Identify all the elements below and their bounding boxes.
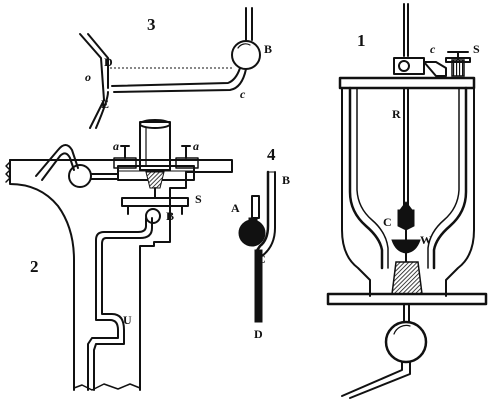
panel-2-support-body xyxy=(9,159,233,391)
panel-1-bottom-plate xyxy=(326,292,488,306)
panel-1-vessel-left xyxy=(348,86,384,270)
panel-2: 2 xyxy=(5,119,233,391)
panel-3-label-e: E xyxy=(101,97,109,111)
panel-4-small-tube xyxy=(251,195,260,219)
panel-1-lower-bulb xyxy=(384,320,428,364)
panel-3-bulb-b xyxy=(231,40,261,70)
panel-3: 3 B c D o E xyxy=(79,7,272,129)
panel-1-right-rod xyxy=(445,87,475,297)
panel-1-label-w: W xyxy=(420,233,432,247)
panel-3-horizontal-tube xyxy=(111,67,241,87)
panel-1-label-s: S xyxy=(473,42,480,56)
panel-2-label-a-left: a xyxy=(113,139,119,153)
panel-1: 1 xyxy=(326,3,488,399)
panel-3-lower-tube xyxy=(89,99,105,129)
panel-2-funnel xyxy=(145,171,165,189)
panel-4-label-d: D xyxy=(254,327,263,341)
panel-1-label-c-upper: C xyxy=(383,215,392,229)
panel-1-cup-w xyxy=(391,239,421,254)
panel-4-label-b: B xyxy=(282,173,290,187)
panel-1-hatched-base xyxy=(391,261,423,295)
panel-2-bulb-b xyxy=(145,208,161,224)
panel-2-upper-tube xyxy=(35,144,79,177)
panel-2-label-a-right: a xyxy=(193,139,199,153)
panel-1-label-c: c xyxy=(430,42,436,56)
panel-1-vessel-right xyxy=(432,86,468,270)
panel-4-label-c: C xyxy=(257,252,266,266)
panel-1-number: 1 xyxy=(357,31,366,50)
panel-3-label-c: c xyxy=(240,87,246,101)
panel-3-slanted-tube xyxy=(79,33,105,101)
panel-2-number: 2 xyxy=(30,257,39,276)
panel-4: 4 A B C D xyxy=(231,145,290,341)
panel-2-label-u: U xyxy=(123,313,132,327)
panel-1-screw-thread xyxy=(451,59,465,77)
panel-2-screw-left xyxy=(120,145,130,159)
panel-4-number: 4 xyxy=(267,145,276,164)
panel-1-clamp-lever xyxy=(423,61,447,77)
panel-3-label-d: D xyxy=(104,55,113,69)
panel-4-lower-stem xyxy=(254,249,263,323)
panel-1-weight-c xyxy=(397,209,415,231)
panel-4-label-a: A xyxy=(231,201,240,215)
panel-3-label-o: o xyxy=(85,70,91,84)
panel-1-exit-tube xyxy=(341,361,403,397)
panel-2-label-s: S xyxy=(195,192,202,206)
panel-2-screw-right xyxy=(181,145,191,159)
panel-1-label-r: R xyxy=(392,107,401,121)
panel-1-left-rod xyxy=(341,87,371,297)
panel-2-label-b: B xyxy=(166,209,174,223)
panel-4-upper-tube xyxy=(254,170,270,254)
panel-3-label-b: B xyxy=(264,42,272,56)
panel-2-bar-s xyxy=(121,197,189,207)
panel-2-descending-tube xyxy=(87,217,147,391)
panel-1-clamp xyxy=(393,57,425,75)
panel-1-top-plate xyxy=(338,76,476,90)
panel-2-cylinder xyxy=(139,121,171,171)
panel-2-bulb xyxy=(68,164,92,188)
panel-3-number: 3 xyxy=(147,15,156,34)
